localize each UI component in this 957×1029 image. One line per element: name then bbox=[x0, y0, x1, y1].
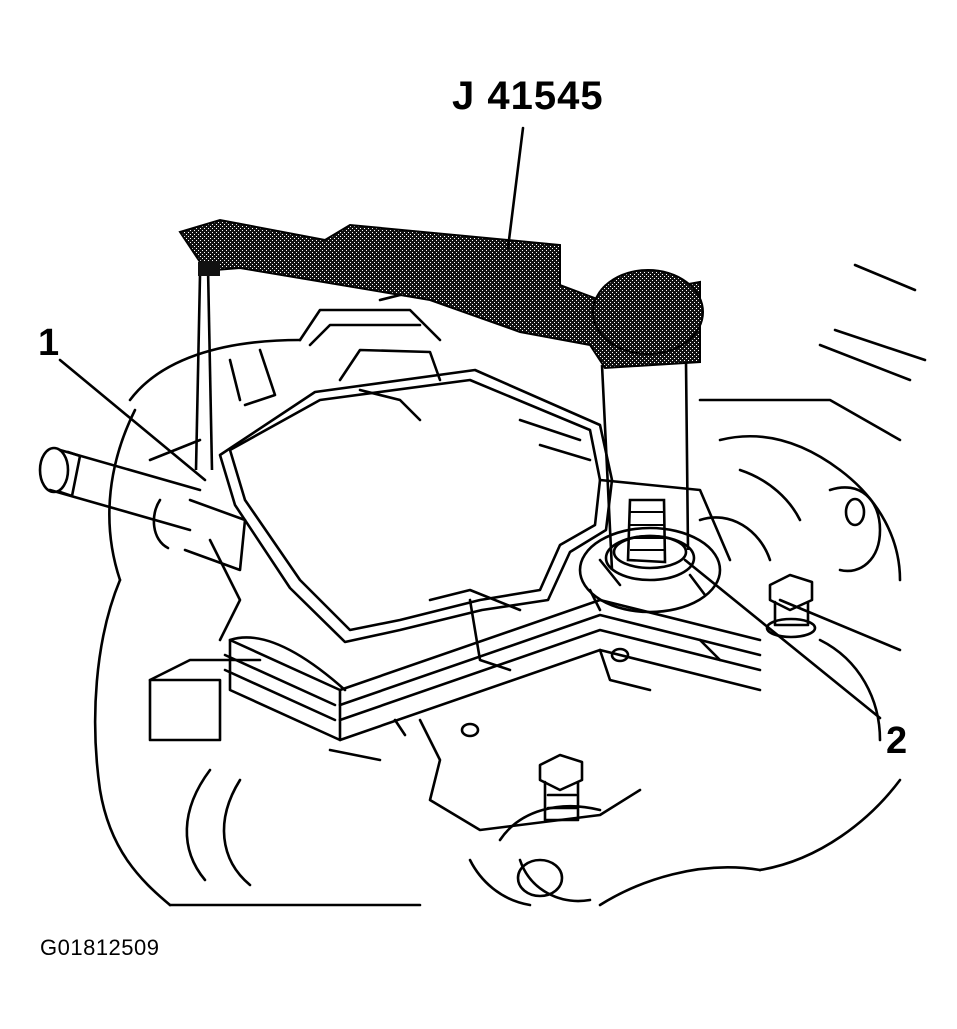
leader-2 bbox=[683, 558, 882, 720]
manual-shaft-boss bbox=[578, 526, 722, 614]
wiring-connector bbox=[228, 308, 442, 407]
figure-id: G01812509 bbox=[40, 935, 160, 960]
bolt-bottom bbox=[538, 753, 584, 822]
leader-1 bbox=[58, 358, 207, 482]
leader-tool bbox=[506, 126, 525, 250]
bolt-right bbox=[765, 573, 817, 639]
cooler-pipe bbox=[38, 446, 247, 572]
leader-lines bbox=[58, 126, 882, 720]
transmission-housing bbox=[93, 263, 927, 907]
tool-number-label: J 41545 bbox=[452, 74, 604, 118]
special-tool-j41545 bbox=[178, 218, 704, 571]
callout-1: 1 bbox=[38, 322, 60, 364]
callout-2: 2 bbox=[886, 720, 908, 762]
